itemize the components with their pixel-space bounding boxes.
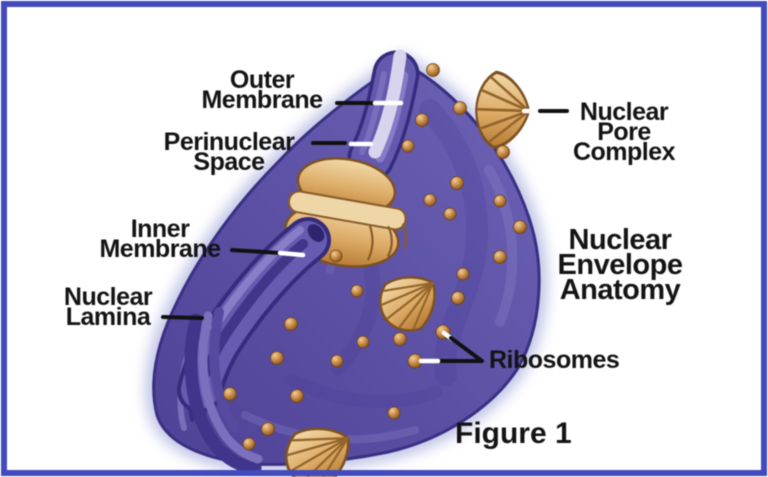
- label-ribosomes: Ribosomes: [489, 346, 620, 374]
- perinuclear-space-channel: [368, 49, 407, 159]
- label-nuclear-lamina: Nuclear Lamina: [63, 283, 153, 331]
- ribosome-dot: [456, 267, 470, 281]
- label-outer-membrane: Outer Membrane: [201, 66, 323, 114]
- ribosome-dot: [350, 284, 364, 298]
- ribosome-dot: [330, 354, 344, 368]
- ribosome-dot: [261, 422, 275, 436]
- label-inner-membrane: Inner Membrane: [99, 215, 221, 263]
- ribosome-dot: [223, 387, 237, 401]
- ribosome-dot: [415, 113, 429, 127]
- inner-membrane-mouth: [307, 224, 325, 242]
- pointer-inner-membrane-tip: [277, 250, 306, 258]
- ribosome-dot: [242, 437, 256, 451]
- ribosome-dot: [423, 193, 437, 207]
- pointer-inner-membrane: [230, 248, 282, 255]
- ribosome-dot: [493, 194, 507, 208]
- ribosome-dot: [426, 63, 440, 77]
- ribosome-dot: [443, 207, 457, 221]
- ribosome-dot: [513, 220, 527, 234]
- ribosome-dot: [493, 250, 507, 264]
- outer-membrane-fold: [347, 49, 420, 182]
- ribosome-dot: [393, 332, 407, 346]
- ribosome-dot: [451, 291, 465, 305]
- diagram-title: Nuclear Envelope Anatomy: [557, 224, 683, 306]
- ribosome-dot: [387, 406, 401, 420]
- ribosomes-group: [223, 63, 527, 451]
- nuclear-lamina-layers: [184, 307, 263, 475]
- label-nuclear-pore-complex: Nuclear Pore Complex: [572, 98, 676, 166]
- ribosome-dot: [401, 139, 415, 153]
- label-perinuclear-space: Perinuclear Space: [163, 128, 295, 176]
- ribosome-dot: [290, 389, 304, 403]
- ribosome-dot: [356, 335, 370, 349]
- ribosome-dot: [450, 176, 464, 190]
- pointer-ribosome-a: [436, 336, 484, 363]
- figure-caption: Figure 1: [455, 417, 572, 450]
- pointer-nuclear-lamina: [161, 315, 204, 320]
- ribosome-dot: [496, 145, 510, 159]
- ribosome-dot: [270, 351, 284, 365]
- ribosome-dot: [453, 101, 467, 115]
- ribosome-dot: [284, 317, 298, 331]
- ribosome-dot: [329, 249, 343, 263]
